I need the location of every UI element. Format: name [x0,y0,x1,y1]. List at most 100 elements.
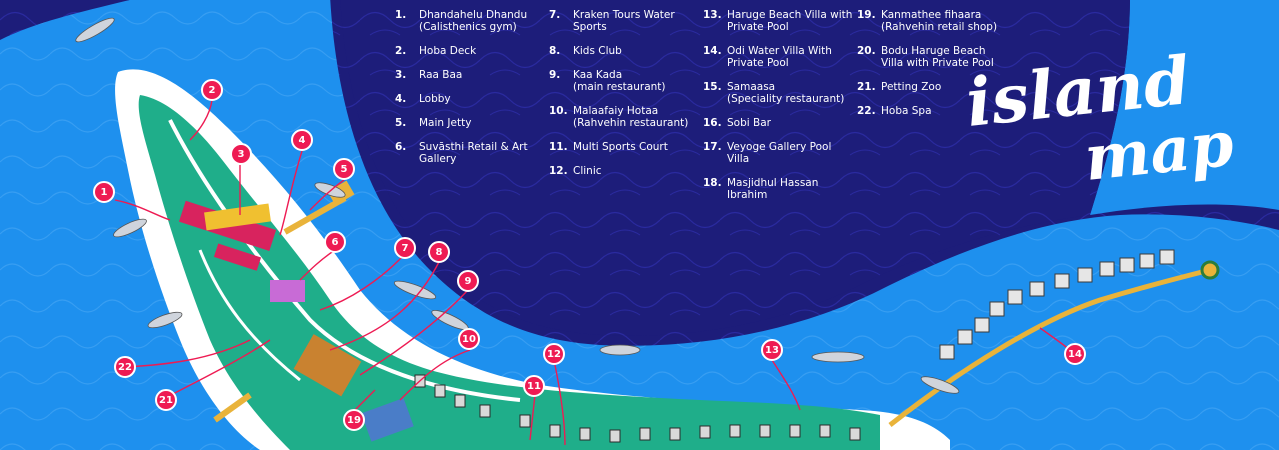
map-pin-6[interactable]: 6 [324,231,346,253]
map-pin-5[interactable]: 5 [333,158,355,180]
legend-name: Hoba Spa [881,105,932,117]
legend-item-16: 16. Sobi Bar [703,117,852,129]
legend-number: 7. [549,9,561,21]
legend-number: 21. [857,81,876,93]
beach-villas [414,374,861,443]
legend-item-15: 15.Samaasa(Speciality restaurant) [703,81,852,105]
legend-name: Malaafaiy Hotaa [573,105,659,117]
building-retail-shop [361,398,414,442]
legend-number: 11. [549,141,568,153]
legend-name: (Speciality restaurant) [727,93,845,105]
legend-name: Haruge Beach Villa with [727,9,853,21]
legend-name: Kanmathee fihaara [881,9,982,21]
map-title-line-2: map [1080,106,1237,195]
legend-item-19: 19. Kanmathee fihaara(Rahvehin retail sho… [857,9,997,33]
legend-name: Gallery [419,153,457,165]
legend-name: Bodu Haruge Beach [881,45,986,57]
legend-name: (main restaurant) [573,81,666,93]
legend-number: 14. [703,45,722,57]
water-villas [939,249,1175,360]
legend-item-9: 9. Kaa Kada(main restaurant) [549,69,688,93]
legend-name: Multi Sports Court [573,141,668,153]
legend-number: 15. [703,81,722,93]
legend-item-21: 21. Petting Zoo [857,81,997,93]
legend-item-3: 3.Raa Baa [395,69,528,81]
map-pin-4[interactable]: 4 [291,129,313,151]
legend-number: 1. [395,9,407,21]
island-path-2 [198,249,301,382]
legend-item-4: 4.Lobby [395,93,528,105]
legend-name: Odi Water Villa With [727,45,832,57]
map-pin-8[interactable]: 8 [428,241,450,263]
legend-number: 5. [395,117,407,129]
map-pin-9[interactable]: 9 [457,270,479,292]
legend-name: Sports [573,21,607,33]
building-lobby [213,243,262,271]
legend-name: Villa [727,153,750,165]
map-pin-1[interactable]: 1 [93,181,115,203]
map-pin-14[interactable]: 14 [1064,343,1086,365]
map-title: island map [962,41,1237,195]
legend-name: (Rahvehin retail shop) [881,21,998,33]
legend-name: Veyoge Gallery Pool [727,141,832,153]
jetty-end-platform [1200,260,1220,280]
legend-number: 22. [857,105,876,117]
legend-item-10: 10. Malaafaiy Hotaa(Rahvehin restaurant) [549,105,688,129]
legend-number: 19. [857,9,876,21]
map-pin-21[interactable]: 21 [155,389,177,411]
lagoon-right [1090,0,1279,215]
legend-number: 16. [703,117,722,129]
legend-name: Suvāsthi Retail & Art [419,141,528,153]
legend-name: Kraken Tours Water [573,9,675,21]
map-pin-10[interactable]: 10 [458,328,480,350]
building-lobby-pavilion [204,203,271,231]
legend-number: 6. [395,141,407,153]
map-pin-12[interactable]: 12 [543,343,565,365]
legend-number: 9. [549,69,561,81]
legend-item-22: 22. Hoba Spa [857,105,997,117]
legend-name: Masjidhul Hassan [727,177,819,189]
legend-name: Hoba Deck [419,45,477,57]
building-kaa-kada [293,334,362,397]
legend-name: Main Jetty [419,117,472,129]
marker-leader-lines [114,99,1071,446]
map-pin-19[interactable]: 19 [343,409,365,431]
map-pin-11[interactable]: 11 [523,375,545,397]
legend-name: (Calisthenics gym) [419,21,517,33]
legend-name: Private Pool [727,57,789,69]
legend-number: 20. [857,45,876,57]
legend-item-5: 5. Main Jetty [395,117,528,129]
legend-number: 12. [549,165,568,177]
map-pin-7[interactable]: 7 [394,237,416,259]
legend-name: Sobi Bar [727,117,771,129]
legend-name: Raa Baa [419,69,463,81]
building-kids-club [270,280,305,302]
map-pin-13[interactable]: 13 [761,339,783,361]
legend-name: Petting Zoo [881,81,942,93]
legend-name: (Rahvehin restaurant) [573,117,689,129]
legend-column-4: 19. Kanmathee fihaara(Rahvehin retail sho… [857,9,997,129]
map-pin-2[interactable]: 2 [201,79,223,101]
legend-item-1: 1. Dhandahelu Dhandu(Calisthenics gym) [395,9,528,33]
legend-number: 2. [395,45,407,57]
legend-item-11: 11. Multi Sports Court [549,141,688,153]
legend-number: 10. [549,105,568,117]
map-pin-3[interactable]: 3 [230,143,252,165]
legend-number: 13. [703,9,722,21]
legend-name: Dhandahelu Dhandu [419,9,528,21]
map-pin-22[interactable]: 22 [114,356,136,378]
legend-number: 8. [549,45,561,57]
legend-column-1: 1. Dhandahelu Dhandu(Calisthenics gym) 2.… [395,9,528,177]
legend-name: Villa with Private Pool [881,57,994,69]
legend-name: Private Pool [727,21,789,33]
boats [75,17,960,394]
legend-name: Kaa Kada [573,69,623,81]
legend-number: 18. [703,177,722,189]
